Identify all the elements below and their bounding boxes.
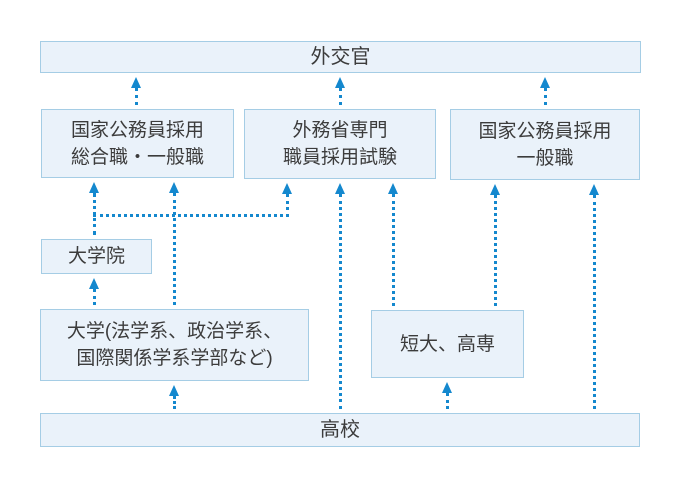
node-national-exam-comprehensive-general-label: 国家公務員採用 総合職・一般職: [70, 119, 204, 168]
node-junior-college-label: 短大、高専: [399, 333, 495, 355]
arrow-highschool-to-juniorcollege: [441, 382, 452, 409]
node-junior-college: 短大、高専: [371, 310, 524, 378]
arrow-juniorcollege-to-general: [489, 184, 500, 306]
node-graduate-school: 大学院: [41, 239, 152, 274]
arrow-university-to-gradschool: [88, 278, 99, 305]
arrow-specialist-to-diplomat: [334, 77, 345, 105]
node-graduate-school-label: 大学院: [67, 246, 125, 267]
node-high-school-label: 高校: [320, 418, 360, 441]
arrow-highschool-to-general: [588, 184, 599, 409]
node-diplomat-label: 外交官: [310, 45, 371, 68]
arrow-university-to-comprehensive: [168, 182, 179, 305]
arrow-comprehensive-to-diplomat: [130, 77, 141, 105]
node-national-exam-comprehensive-general: 国家公務員採用 総合職・一般職: [41, 109, 234, 178]
node-diplomat: 外交官: [40, 41, 641, 73]
node-national-exam-general: 国家公務員採用 一般職: [450, 109, 640, 180]
node-high-school: 高校: [40, 413, 640, 447]
node-university-label: 大学(法学系、政治学系、 国際関係学系学部など): [66, 321, 283, 369]
arrow-branch-to-specialist: [281, 183, 292, 217]
arrow-general-to-diplomat: [539, 77, 550, 105]
node-university: 大学(法学系、政治学系、 国際関係学系学部など): [40, 309, 309, 381]
node-mofa-specialist-exam-label: 外務省専門 職員採用試験: [282, 120, 397, 168]
arrow-highschool-to-specialist: [334, 183, 345, 409]
arrow-highschool-to-university: [168, 385, 179, 409]
node-mofa-specialist-exam: 外務省専門 職員採用試験: [244, 109, 436, 179]
connector-gradschool-branch-to-specialist: [92, 214, 289, 217]
arrow-juniorcollege-to-specialist: [387, 183, 398, 306]
node-national-exam-general-label: 国家公務員採用 一般職: [478, 120, 612, 169]
